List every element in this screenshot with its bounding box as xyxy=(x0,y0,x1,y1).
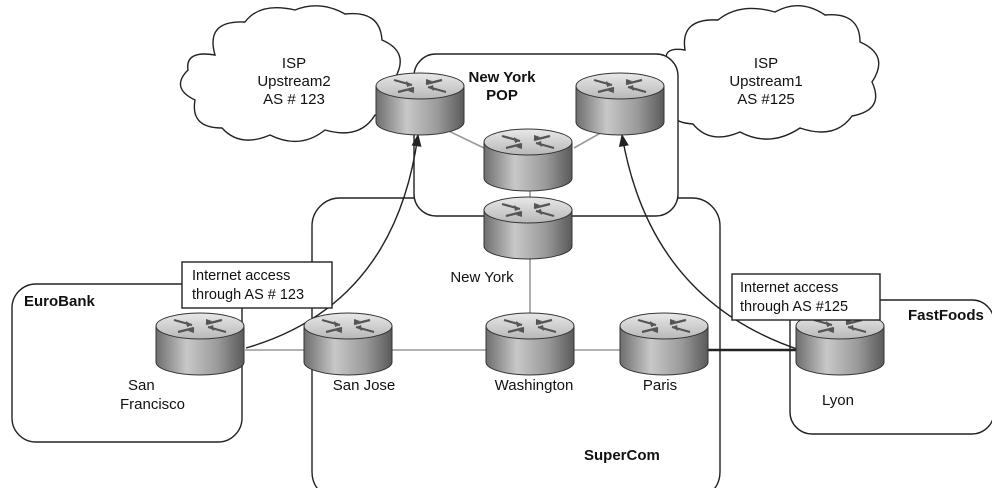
router-san-jose xyxy=(302,311,394,377)
region-supercom-label: SuperCom xyxy=(584,447,660,464)
router-upstream1-edge xyxy=(574,71,666,137)
router-pop-core xyxy=(482,127,574,193)
region-eurobank-label: EuroBank xyxy=(24,293,96,310)
router-paris-label: Paris xyxy=(643,377,677,394)
router-lyon-label: Lyon xyxy=(822,392,854,409)
cloud-upstream2-line3: AS # 123 xyxy=(263,91,325,108)
region-fastfoods-label: FastFoods xyxy=(908,307,984,324)
router-paris xyxy=(618,311,710,377)
callout-as123: Internet access through AS # 123 xyxy=(181,261,333,309)
router-lyon xyxy=(794,311,886,377)
router-washington-label: Washington xyxy=(495,377,574,394)
router-san-jose-label: San Jose xyxy=(333,377,396,394)
router-san-francisco-label-1: San xyxy=(128,377,155,394)
callout-as125-line1: Internet access xyxy=(740,280,838,296)
cloud-upstream2-line2: Upstream2 xyxy=(257,73,330,90)
cloud-upstream2-line1: ISP xyxy=(282,55,306,72)
cloud-upstream2 xyxy=(179,5,401,143)
router-washington xyxy=(484,311,576,377)
region-pop-line1: New York xyxy=(469,69,537,86)
router-new-york xyxy=(482,195,574,261)
cloud-upstream1-line1: ISP xyxy=(754,55,778,72)
cloud-upstream1-line3: AS #125 xyxy=(737,91,795,108)
region-fastfoods xyxy=(789,299,992,435)
router-upstream2-edge xyxy=(374,71,466,137)
router-san-francisco-label-2: Francisco xyxy=(120,396,185,413)
callout-as123-line1: Internet access xyxy=(192,268,290,284)
region-pop-line2: POP xyxy=(486,87,518,104)
arrow-path-as125 xyxy=(618,133,801,351)
router-san-francisco xyxy=(154,311,246,377)
cloud-upstream1-line2: Upstream1 xyxy=(729,73,802,90)
callout-as125-line2: through AS #125 xyxy=(740,299,848,315)
arrow-path-as123 xyxy=(245,133,422,349)
callout-as125: Internet access through AS #125 xyxy=(731,273,881,321)
callout-as123-line2: through AS # 123 xyxy=(192,287,304,303)
router-new-york-label: New York xyxy=(450,269,514,286)
